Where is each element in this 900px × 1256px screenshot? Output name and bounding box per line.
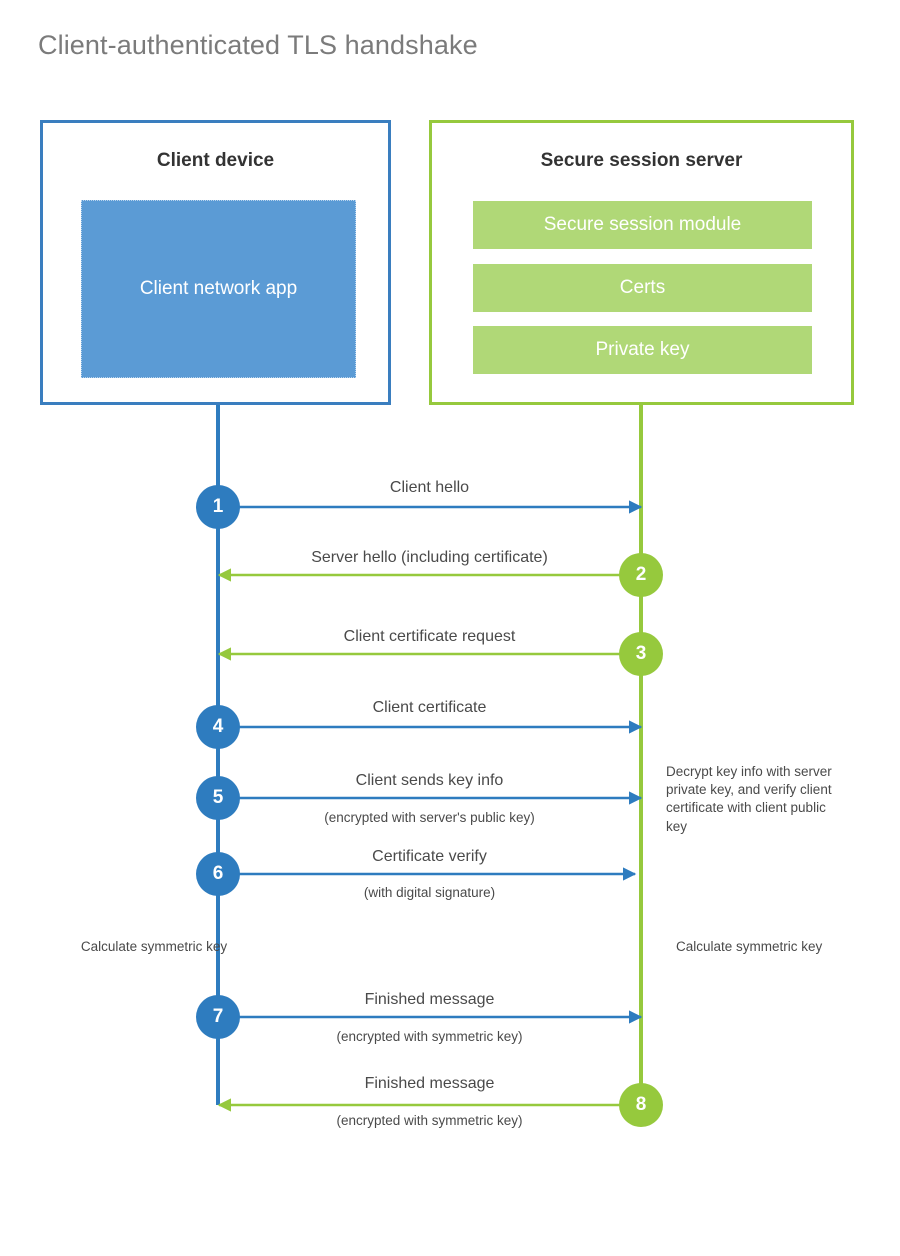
page-title: Client-authenticated TLS handshake <box>38 30 478 60</box>
message-sublabel-8: (encrypted with symmetric key) <box>336 1113 523 1128</box>
step-circle-2[interactable]: 2 <box>619 553 663 597</box>
message-label-7: Finished message <box>364 991 495 1008</box>
server-module-certs: Certs <box>473 264 812 312</box>
message-label-5: Client sends key info <box>355 772 504 789</box>
step-circle-8[interactable]: 8 <box>619 1083 663 1127</box>
message-label-4: Client certificate <box>372 699 487 716</box>
message-label-6: Certificate verify <box>372 848 487 865</box>
step-circle-3[interactable]: 3 <box>619 632 663 676</box>
message-label-1: Client hello <box>389 479 470 496</box>
client-device-box: Client device Client network app <box>40 120 391 405</box>
secure-session-server-title: Secure session server <box>540 150 743 171</box>
server-module-secure-session-module: Secure session module <box>473 201 812 249</box>
annotation-server-decrypt: Decrypt key info with server private key… <box>666 764 832 834</box>
step-circle-6[interactable]: 6 <box>196 852 240 896</box>
annotation-client-calculate-symmetric-key: Calculate symmetric key <box>80 939 228 954</box>
step-circle-5[interactable]: 5 <box>196 776 240 820</box>
message-sublabel-6: (with digital signature) <box>363 885 496 900</box>
client-network-app-block: Client network app <box>81 200 356 378</box>
step-circle-4[interactable]: 4 <box>196 705 240 749</box>
server-module-private-key: Private key <box>473 326 812 374</box>
secure-session-server-box: Secure session server Secure session mod… <box>429 120 854 405</box>
step-circle-1[interactable]: 1 <box>196 485 240 529</box>
client-device-title: Client device <box>156 150 275 171</box>
step-circle-7[interactable]: 7 <box>196 995 240 1039</box>
message-label-2: Server hello (including certificate) <box>311 549 548 566</box>
message-sublabel-5: (encrypted with server's public key) <box>324 810 535 825</box>
message-label-8: Finished message <box>364 1075 495 1092</box>
message-sublabel-7: (encrypted with symmetric key) <box>336 1029 523 1044</box>
message-label-3: Client certificate request <box>343 628 516 645</box>
annotation-server-calculate-symmetric-key: Calculate symmetric key <box>676 939 823 954</box>
